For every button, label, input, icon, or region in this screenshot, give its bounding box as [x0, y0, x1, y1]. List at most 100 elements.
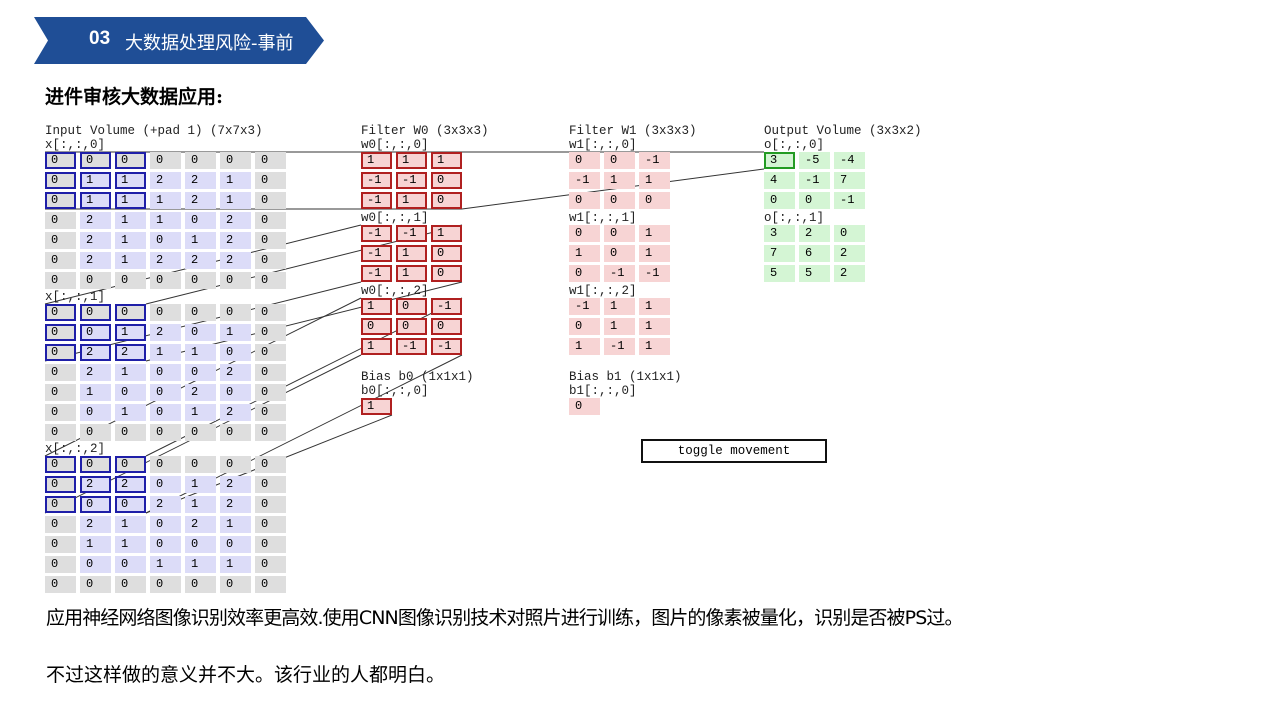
input-cell: 0 — [185, 536, 216, 553]
input-cell: 0 — [80, 496, 111, 513]
toggle-movement-button[interactable]: toggle movement — [641, 439, 827, 463]
input-cell: 1 — [80, 172, 111, 189]
filter0-weight-cell: -1 — [431, 298, 462, 315]
filter0-weight-cell: -1 — [361, 172, 392, 189]
input-slice-label: x[:,:,1] — [45, 290, 106, 304]
filter1-weight-cell: 1 — [639, 225, 670, 242]
filter0-weight-cell: -1 — [361, 265, 392, 282]
filter0-weight-cell: -1 — [361, 192, 392, 209]
input-cell: 0 — [150, 456, 181, 473]
input-cell: 1 — [185, 404, 216, 421]
filter1-weight-cell: 1 — [604, 172, 635, 189]
filter1-bias-cell: 0 — [569, 398, 600, 415]
filter1-weight-cell: -1 — [604, 338, 635, 355]
filter0-weight-cell: 1 — [396, 152, 427, 169]
input-cell: 0 — [45, 172, 76, 189]
input-slice-label: x[:,:,2] — [45, 442, 106, 456]
input-cell: 1 — [115, 192, 146, 209]
input-cell: 0 — [45, 152, 76, 169]
input-cell: 2 — [185, 172, 216, 189]
input-cell: 0 — [255, 304, 286, 321]
output-cell: -1 — [834, 192, 865, 209]
input-cell: 0 — [220, 424, 251, 441]
input-cell: 1 — [115, 536, 146, 553]
input-cell: 0 — [150, 384, 181, 401]
filter0-weight-cell: 0 — [431, 245, 462, 262]
input-cell: 0 — [80, 324, 111, 341]
input-cell: 2 — [80, 364, 111, 381]
filter0-weight-cell: 1 — [396, 265, 427, 282]
input-cell: 2 — [185, 516, 216, 533]
input-cell: 0 — [45, 252, 76, 269]
input-cell: 0 — [255, 556, 286, 573]
filter1-bias-title: Bias b1 (1x1x1) — [569, 370, 682, 384]
input-cell: 0 — [255, 496, 286, 513]
output-cell: -4 — [834, 152, 865, 169]
input-cell: 1 — [150, 556, 181, 573]
input-cell: 2 — [150, 172, 181, 189]
input-cell: 0 — [255, 516, 286, 533]
input-cell: 0 — [150, 364, 181, 381]
input-cell: 1 — [115, 232, 146, 249]
input-cell: 2 — [220, 476, 251, 493]
input-cell: 2 — [185, 192, 216, 209]
filter0-bias-label: b0[:,:,0] — [361, 384, 429, 398]
input-cell: 0 — [45, 424, 76, 441]
filter1-weight-cell: -1 — [639, 152, 670, 169]
filter1-slice-label: w1[:,:,2] — [569, 284, 637, 298]
input-cell: 0 — [220, 456, 251, 473]
input-cell: 0 — [150, 476, 181, 493]
filter1-weight-cell: 1 — [569, 338, 600, 355]
input-cell: 0 — [255, 252, 286, 269]
input-cell: 0 — [45, 384, 76, 401]
input-cell: 0 — [255, 232, 286, 249]
input-cell: 0 — [220, 304, 251, 321]
output-cell: 7 — [764, 245, 795, 262]
output-cell: 0 — [764, 192, 795, 209]
input-cell: 1 — [185, 344, 216, 361]
input-cell: 0 — [80, 152, 111, 169]
input-cell: 0 — [185, 272, 216, 289]
input-volume-title: Input Volume (+pad 1) (7x7x3) — [45, 124, 263, 138]
filter0-weight-cell: -1 — [396, 338, 427, 355]
input-cell: 0 — [115, 556, 146, 573]
input-cell: 0 — [45, 324, 76, 341]
filter0-weight-cell: 0 — [431, 265, 462, 282]
filter1-weight-cell: 1 — [569, 245, 600, 262]
input-cell: 0 — [220, 384, 251, 401]
input-cell: 2 — [80, 212, 111, 229]
input-cell: 0 — [255, 576, 286, 593]
filter0-slice-label: w0[:,:,0] — [361, 138, 429, 152]
input-cell: 0 — [80, 272, 111, 289]
output-cell: -5 — [799, 152, 830, 169]
input-cell: 0 — [185, 424, 216, 441]
input-cell: 0 — [115, 152, 146, 169]
input-cell: 2 — [115, 476, 146, 493]
input-cell: 1 — [115, 252, 146, 269]
filter0-bias-title: Bias b0 (1x1x1) — [361, 370, 474, 384]
input-cell: 0 — [255, 476, 286, 493]
filter1-weight-cell: -1 — [569, 298, 600, 315]
filter1-weight-cell: 1 — [639, 338, 670, 355]
input-cell: 0 — [255, 152, 286, 169]
filter0-weight-cell: 0 — [431, 172, 462, 189]
input-cell: 2 — [185, 384, 216, 401]
slide-subtitle: 进件审核大数据应用: — [45, 86, 224, 108]
filter0-weight-cell: 0 — [431, 192, 462, 209]
input-cell: 1 — [150, 344, 181, 361]
input-cell: 1 — [220, 192, 251, 209]
input-cell: 1 — [150, 192, 181, 209]
input-cell: 0 — [45, 404, 76, 421]
output-cell: 4 — [764, 172, 795, 189]
input-cell: 0 — [80, 556, 111, 573]
filter0-weight-cell: 1 — [361, 152, 392, 169]
filter1-weight-cell: 0 — [639, 192, 670, 209]
input-cell: 0 — [185, 304, 216, 321]
input-cell: 2 — [115, 344, 146, 361]
input-cell: 2 — [80, 476, 111, 493]
input-cell: 0 — [45, 272, 76, 289]
filter1-weight-cell: 1 — [639, 318, 670, 335]
output-slice-label: o[:,:,1] — [764, 211, 825, 225]
filter0-weight-cell: 1 — [396, 245, 427, 262]
filter1-weight-cell: 1 — [639, 172, 670, 189]
